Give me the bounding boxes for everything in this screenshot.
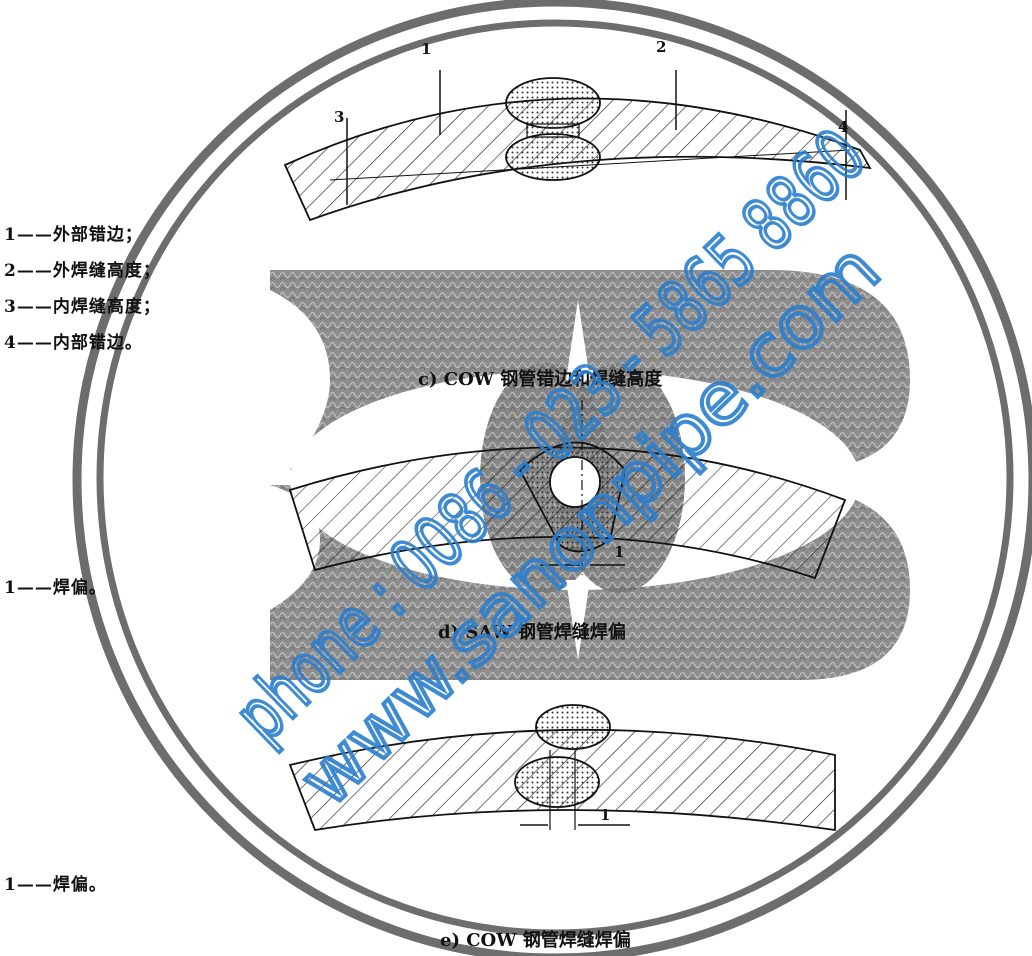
legend-c-item-3: 3——内焊缝高度；	[4, 292, 161, 317]
legend-number: 1	[4, 578, 17, 598]
figure-c-caption: c) COW 钢管错边和焊缝高度	[418, 369, 663, 390]
legend-leader: ——	[16, 333, 53, 353]
legend-number: 1	[4, 875, 17, 895]
legend-text: 焊偏。	[52, 875, 107, 895]
legend-c-item-1: 1——外部错边；	[4, 220, 143, 245]
figure-c-inner-weld	[505, 133, 601, 181]
legend-number: 3	[4, 297, 17, 317]
figure-c-weld-neck	[526, 123, 580, 138]
legend-number: 1	[4, 225, 17, 245]
figure-c-callout-2: 2	[656, 38, 667, 56]
figure-e-outer-weld	[535, 704, 611, 750]
legend-e-item-1: 1——焊偏。	[4, 870, 107, 895]
legend-leader: ——	[16, 225, 53, 245]
legend-leader: ——	[16, 261, 53, 281]
legend-text: 焊偏。	[52, 578, 107, 598]
figure-e-drawing	[288, 704, 836, 832]
legend-c-item-2: 2——外焊缝高度；	[4, 256, 161, 281]
legend-number: 4	[4, 333, 17, 353]
figure-e-caption: e) COW 钢管焊缝焊偏	[440, 930, 631, 951]
figure-e-callout-1: 1	[600, 806, 611, 824]
seal-outer-ring	[72, 0, 1032, 956]
legend-text: 外部错边；	[52, 225, 143, 245]
figure-c-callout-4: 4	[838, 118, 849, 136]
legend-number: 2	[4, 261, 17, 281]
figure-c-callout-1: 1	[421, 40, 432, 58]
legend-leader: ——	[16, 578, 53, 598]
legend-leader: ——	[16, 297, 53, 317]
figure-c-drawing	[283, 70, 872, 222]
legend-c-item-4: 4——内部错边。	[4, 328, 143, 353]
legend-text: 外焊缝高度；	[52, 261, 161, 281]
figure-d-drawing	[288, 400, 847, 580]
legend-text: 内部错边。	[52, 333, 143, 353]
figure-c-outer-weld	[505, 77, 601, 129]
seal-inner-ring	[96, 19, 1014, 937]
figure-d-caption: d) SAW 钢管焊缝焊偏	[438, 622, 626, 643]
legend-d-item-1: 1——焊偏。	[4, 573, 107, 598]
legend-text: 内焊缝高度；	[52, 297, 161, 317]
figure-d-callout-1: 1	[614, 543, 625, 561]
legend-leader: ——	[16, 875, 53, 895]
figure-e-inner-weld	[514, 756, 600, 808]
figure-c-callout-3: 3	[334, 108, 345, 126]
